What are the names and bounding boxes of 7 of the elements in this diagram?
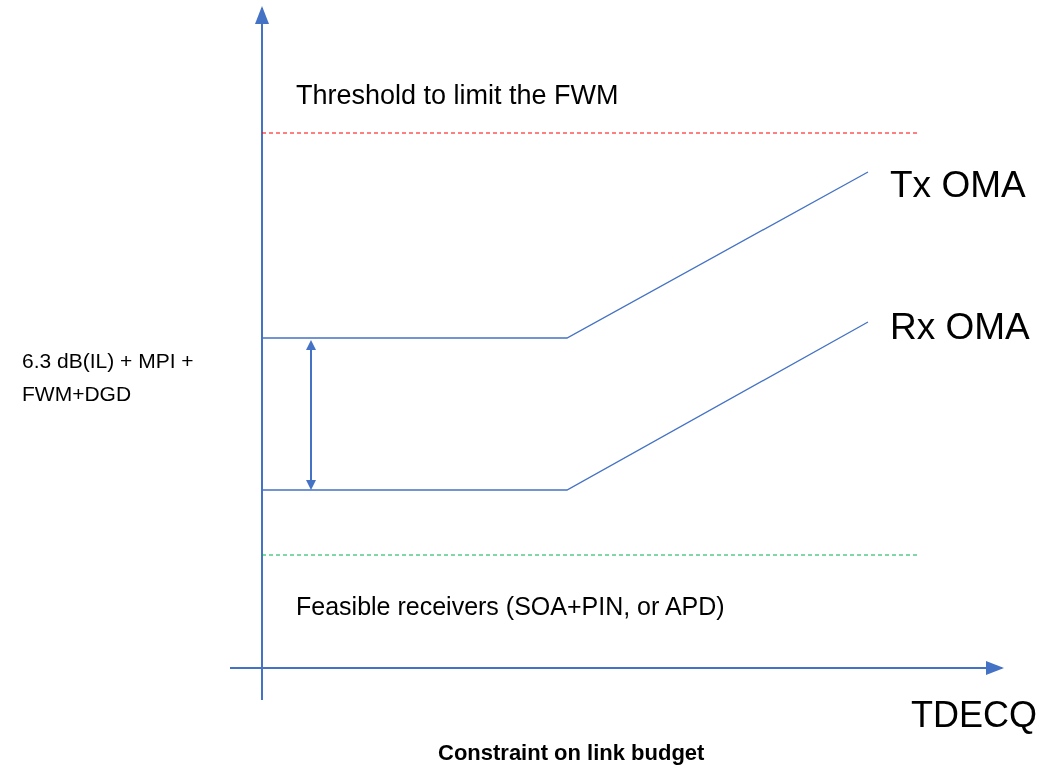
chart-label: Threshold to limit the FWM (296, 80, 619, 112)
chart-label: Tx OMA (890, 164, 1026, 207)
chart-label: TDECQ (911, 694, 1037, 736)
dimension-label: 6.3 dB(IL) + MPI + FWM+DGD (22, 348, 195, 407)
caption: Constraint on link budget (438, 740, 705, 766)
chart-label: Rx OMA (890, 306, 1030, 349)
chart-label: Feasible receivers (SOA+PIN, or APD) (296, 592, 725, 621)
